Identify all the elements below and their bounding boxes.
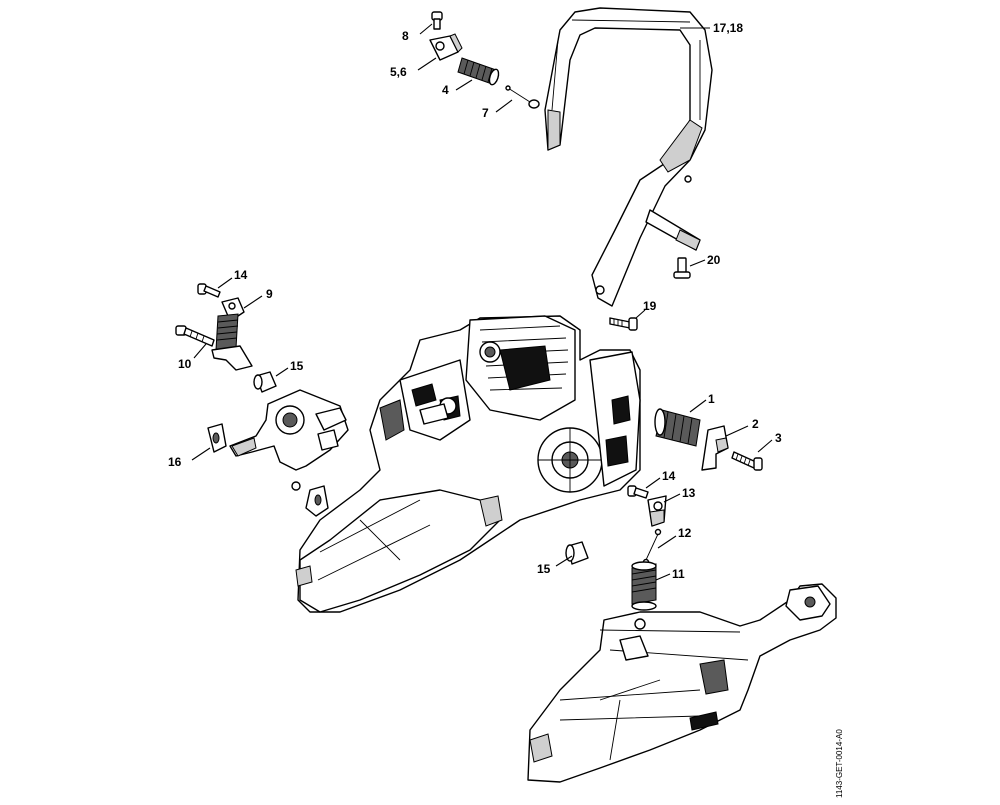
label-14-top: 14 [234, 268, 248, 282]
engine-housing-part [295, 315, 641, 613]
label-4: 4 [442, 83, 449, 97]
leader-1 [689, 399, 707, 413]
buffer-16-left-part [207, 423, 227, 453]
label-10: 10 [178, 357, 192, 371]
leader-7 [495, 99, 513, 113]
leader-3 [757, 439, 773, 453]
label-17-18: 17,18 [713, 21, 743, 35]
label-2: 2 [752, 417, 759, 431]
leader-12 [657, 535, 677, 549]
screw-10-part [175, 325, 215, 347]
leader-2 [725, 425, 749, 437]
spring-bracket-9-part [211, 297, 253, 371]
label-7: 7 [482, 106, 489, 120]
leader-5-6 [417, 57, 437, 71]
leader-20 [689, 259, 706, 267]
screw-3-part [731, 451, 763, 471]
leader-15-bottom [555, 555, 573, 567]
buffer-15-bottom-part [565, 541, 589, 565]
buffer-16-right-part [305, 485, 329, 517]
label-20: 20 [707, 253, 721, 267]
label-16: 16 [168, 455, 182, 469]
screw-14-top-part [197, 283, 221, 298]
spring-4-part [457, 57, 500, 86]
label-5-6: 5,6 [390, 65, 407, 79]
rear-handle-housing-part [527, 583, 837, 783]
screw-8-part [431, 11, 443, 30]
leader-16 [191, 447, 211, 461]
screw-19-part [609, 317, 638, 331]
label-19: 19 [643, 299, 657, 313]
leader-11 [655, 573, 671, 581]
pin-7-part [505, 85, 540, 109]
av-mount-bracket-part [229, 389, 349, 491]
leader-14-top [217, 277, 233, 289]
leader-14-mid [645, 477, 661, 489]
label-15-bottom: 15 [537, 562, 551, 576]
label-9: 9 [266, 287, 273, 301]
bracket-5-6-part [429, 33, 463, 61]
leader-8 [419, 23, 433, 35]
bracket-13-part [647, 495, 667, 527]
leader-4 [455, 79, 473, 91]
leader-13 [663, 493, 681, 503]
leader-19 [635, 309, 646, 319]
pin-12-part [642, 528, 662, 566]
leader-9 [243, 295, 263, 309]
leader-10 [193, 343, 207, 359]
label-11: 11 [672, 567, 685, 581]
bracket-2-part [701, 425, 729, 471]
screw-20-part [673, 257, 691, 279]
spring-11-part [631, 561, 657, 611]
label-13: 13 [682, 486, 696, 500]
screw-14-mid-part [627, 485, 649, 499]
label-3: 3 [775, 431, 782, 445]
label-8: 8 [402, 29, 409, 43]
handlebar-part [544, 7, 713, 307]
label-14-mid: 14 [662, 469, 676, 483]
leader-15-top [275, 367, 289, 377]
label-1: 1 [708, 392, 715, 406]
label-15-top: 15 [290, 359, 304, 373]
buffer-15-top-part [253, 371, 277, 393]
document-reference: 1143-GET-0014-A0 [835, 729, 844, 798]
label-12: 12 [678, 526, 692, 540]
buffer-1-part [654, 408, 701, 447]
